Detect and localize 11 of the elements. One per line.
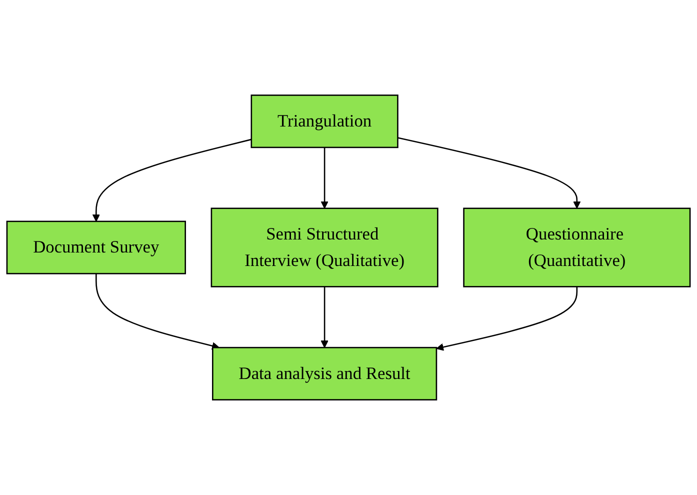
arrow [398, 137, 581, 209]
node-box: Data analysis and Result [212, 346, 438, 400]
node-box: Document Survey [6, 220, 186, 274]
arrow [92, 138, 252, 222]
arrow [436, 286, 578, 351]
arrow [320, 147, 328, 209]
node-box: Questionnaire (Quantitative) [463, 208, 691, 288]
node-box: Semi Structured Interview (Qualitative) [210, 208, 438, 288]
node-box: Triangulation [250, 94, 398, 148]
arrow [96, 274, 220, 350]
arrow [320, 286, 328, 348]
